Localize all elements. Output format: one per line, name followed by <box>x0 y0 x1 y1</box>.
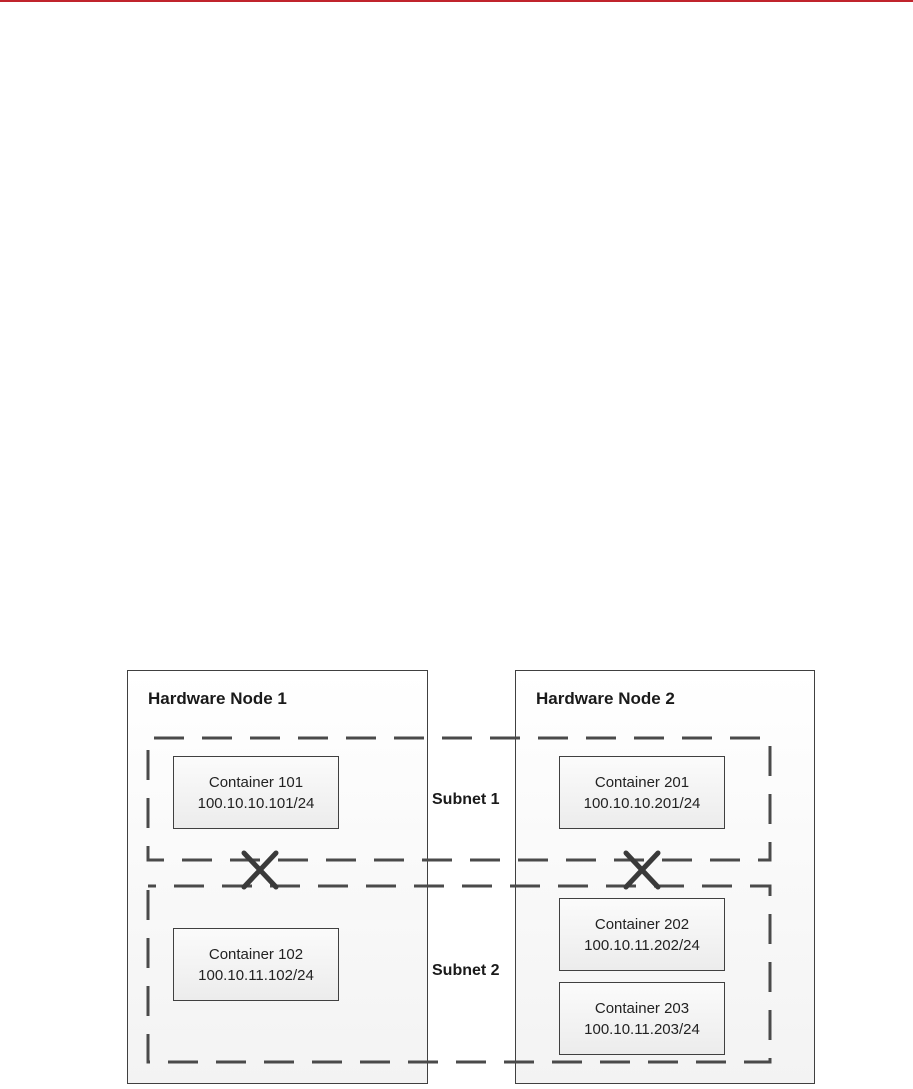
blocked-link-cross-left <box>241 850 279 890</box>
container-202-ip: 100.10.11.202/24 <box>584 936 700 954</box>
subnet-2-label: Subnet 2 <box>432 962 500 979</box>
container-102: Container 102 100.10.11.102/24 <box>173 928 339 1001</box>
container-203: Container 203 100.10.11.203/24 <box>559 982 725 1055</box>
subnet-1-boundary <box>146 736 772 862</box>
container-101-name: Container 101 <box>208 773 304 791</box>
container-102-ip: 100.10.11.102/24 <box>198 966 314 984</box>
container-102-name: Container 102 <box>208 945 304 963</box>
container-203-ip: 100.10.11.203/24 <box>584 1020 700 1038</box>
subnet-1-label: Subnet 1 <box>432 791 500 808</box>
top-accent-rule <box>0 0 913 2</box>
container-101-ip: 100.10.10.101/24 <box>197 794 315 812</box>
subnet-2-boundary <box>146 884 772 1064</box>
hardware-node-1-title: Hardware Node 1 <box>148 689 287 708</box>
container-203-name: Container 203 <box>594 999 690 1017</box>
container-201-name: Container 201 <box>594 773 690 791</box>
hardware-node-2-title: Hardware Node 2 <box>536 689 675 708</box>
container-101: Container 101 100.10.10.101/24 <box>173 756 339 829</box>
container-202: Container 202 100.10.11.202/24 <box>559 898 725 971</box>
container-201: Container 201 100.10.10.201/24 <box>559 756 725 829</box>
container-201-ip: 100.10.10.201/24 <box>583 794 701 812</box>
container-202-name: Container 202 <box>594 915 690 933</box>
blocked-link-cross-right <box>623 850 661 890</box>
